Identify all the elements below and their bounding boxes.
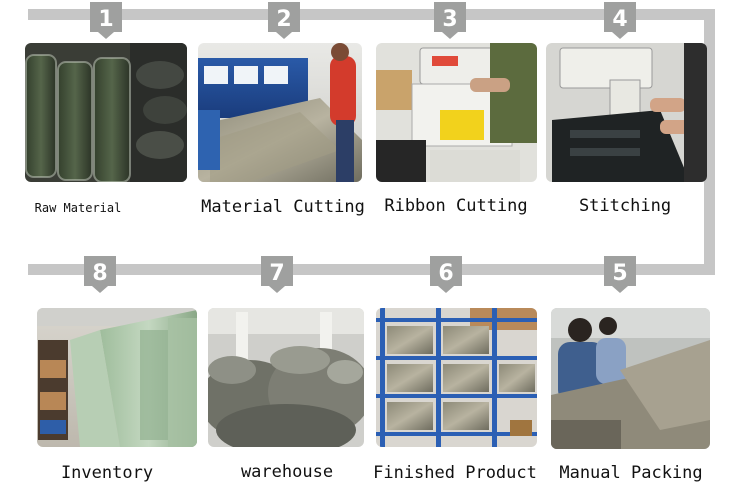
step-label-stitching: Stitching [579, 196, 671, 216]
stitching-photo [546, 43, 707, 182]
svg-text:8: 8 [92, 261, 107, 286]
step-badge-3: 3 [434, 2, 466, 39]
step-badge-8: 8 [84, 256, 116, 293]
manual-packing-photo [551, 308, 710, 449]
step-label-warehouse: warehouse [241, 462, 333, 482]
step-badge-2: 2 [268, 2, 300, 39]
step-label-finished-product: Finished Product [373, 463, 537, 483]
svg-text:7: 7 [269, 261, 284, 286]
svg-text:1: 1 [98, 7, 113, 32]
step-label-inventory: Inventory [61, 463, 153, 483]
svg-text:3: 3 [442, 7, 457, 32]
material-cutting-photo [198, 43, 362, 182]
svg-text:6: 6 [438, 261, 453, 286]
warehouse-photo [208, 308, 364, 447]
step-badge-1: 1 [90, 2, 122, 39]
step-badge-4: 4 [604, 2, 636, 39]
ribbon-cutting-photo [376, 43, 537, 182]
svg-text:4: 4 [612, 7, 627, 32]
step-label-ribbon-cutting: Ribbon Cutting [384, 196, 527, 216]
step-label-manual-packing: Manual Packing [559, 463, 702, 483]
step-label-raw-material: Raw Material [35, 201, 122, 215]
step-badge-5: 5 [604, 256, 636, 293]
inventory-photo [37, 308, 197, 447]
finished-product-photo [376, 308, 537, 447]
flow-track [28, 9, 715, 275]
step-label-material-cutting: Material Cutting [201, 197, 365, 217]
raw-material-photo [25, 43, 187, 182]
svg-text:5: 5 [612, 261, 627, 286]
svg-text:2: 2 [276, 7, 291, 32]
step-badge-7: 7 [261, 256, 293, 293]
step-badge-6: 6 [430, 256, 462, 293]
